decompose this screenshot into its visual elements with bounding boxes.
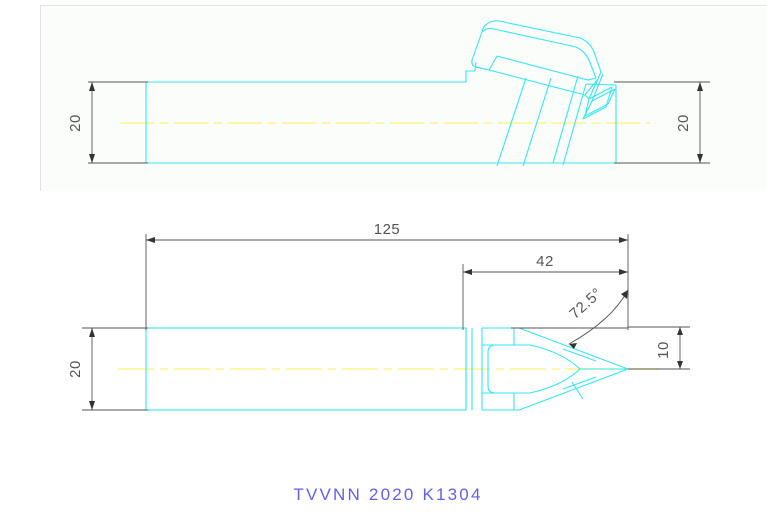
dim-label-angle: 72.5°	[566, 285, 605, 323]
part-title: TVVNN 2020 K1304	[293, 485, 482, 504]
clamp-assembly-side	[471, 20, 604, 102]
head-block-side	[474, 61, 617, 167]
dim-label-42: 42	[536, 253, 554, 270]
dim-label-20-upper-right: 20	[675, 114, 692, 132]
dimension-20-upper-left	[88, 81, 148, 164]
side-elevation-view: 20 20	[67, 20, 710, 167]
top-plan-view: 125 42 20	[67, 221, 690, 411]
drawing-content-panel	[40, 5, 767, 191]
dim-label-20-lower-left: 20	[67, 360, 84, 378]
shank-body-side	[145, 70, 553, 164]
head-chamfer-top	[465, 328, 483, 410]
dimension-20-upper-right	[614, 81, 710, 164]
dimension-42	[462, 264, 628, 330]
insert-seat-side	[582, 86, 616, 120]
dim-label-125: 125	[374, 221, 401, 238]
insert-body-top	[487, 344, 581, 394]
dimension-angle-72-5	[511, 289, 629, 349]
dim-label-10: 10	[655, 341, 672, 359]
dimension-10	[628, 326, 690, 370]
dim-label-20-upper-left: 20	[67, 114, 84, 132]
dimension-125	[145, 234, 629, 330]
dimension-20-lower-left	[82, 327, 148, 411]
